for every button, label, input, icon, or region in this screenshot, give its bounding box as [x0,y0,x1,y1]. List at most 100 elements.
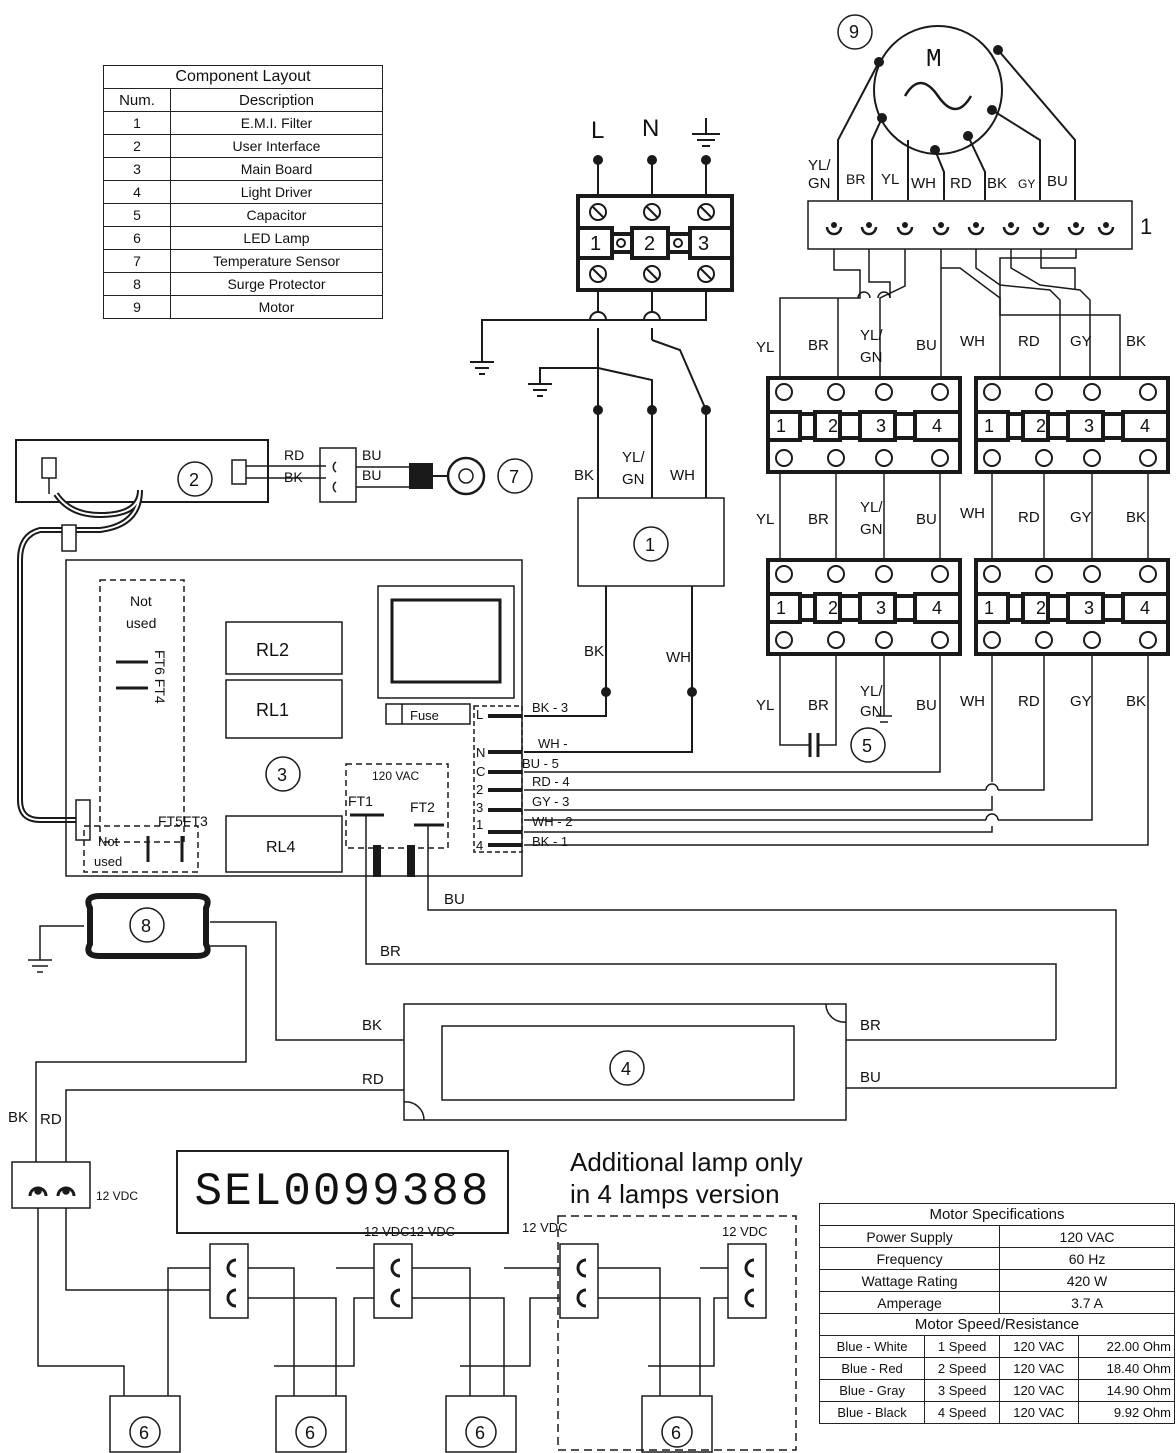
terminal-num: 2 [828,598,838,618]
wire-label: RD [362,1071,384,1088]
wire-label: BK [574,467,594,484]
speed-wires: Blue - Gray [818,1379,926,1402]
component-desc: Temperature Sensor [170,249,383,273]
component-table-title: Component Layout [103,65,383,89]
spec-label: Power Supply [818,1225,1001,1248]
terminal-num: 1 [984,598,994,618]
board-wire-label: WH - 2 [532,814,572,829]
motor-strip-number: 1 [1140,214,1152,239]
callout-6: 6 [139,1423,149,1443]
board-wire-label: RD - 4 [532,774,570,789]
callout-8: 8 [141,916,151,936]
wire-label: BK [284,469,303,485]
wire-label: BU [362,467,381,483]
spec-value: 60 Hz [999,1247,1175,1270]
not-used-label: Not [130,593,152,609]
spec-value: 3.7 A [999,1291,1175,1314]
speed-wires: Blue - Red [818,1357,926,1380]
wire-label: BR [808,697,829,714]
wire-label: YL [881,171,899,188]
not-used-label: used [94,854,122,869]
wire-label: GY [1070,509,1092,526]
speed-resistance: 14.90 Ohm [1077,1379,1176,1402]
terminal-num: 4 [1140,416,1150,436]
callout-7: 7 [509,467,519,487]
motor-symbol: M [926,44,942,74]
component-num: 9 [103,295,171,319]
terminal-num: 3 [876,598,886,618]
wire-label: GN [622,471,645,488]
voltage-12vdc-label: 12 VDC12 VDC [364,1224,455,1239]
component-desc: Surge Protector [170,272,383,296]
speed-wires: Blue - Black [818,1401,926,1424]
lamp-wiring [11,1161,767,1453]
wire-label: BK [8,1109,28,1126]
not-used-label: used [126,615,156,631]
component-desc: User Interface [170,134,383,158]
wire-label: BU [1047,173,1068,190]
speed-level: 1 Speed [924,1335,1001,1358]
component-num: 2 [103,134,171,158]
board-wire-label: BK - 1 [532,834,568,849]
wire-label: BR [846,171,865,187]
blocks-to-board-wiring [524,654,1149,846]
terminal-num: 4 [1140,598,1150,618]
wire-label: YL [756,511,774,528]
filter-output-wiring [524,586,697,753]
spec-label: Frequency [818,1247,1001,1270]
spec-value: 420 W [999,1269,1175,1292]
wire-label: YL/ [860,499,883,516]
relay-rl1: RL1 [256,700,289,720]
optional-lamp-zone [557,1215,797,1451]
terminal-num: 2 [1036,598,1046,618]
supply-label-n: N [642,115,659,142]
wire-label: YL/ [860,683,883,700]
wire-label: BU [444,891,465,908]
wire-label: RD [40,1111,62,1128]
terminal-num: 2 [828,416,838,436]
connector-pin-label: 2 [476,782,483,797]
board-wire-label: GY - 3 [532,794,569,809]
wire-label: YL/ [808,157,831,174]
callout-1: 1 [645,535,655,555]
callout-6: 6 [475,1423,485,1443]
component-col-desc: Description [170,88,383,112]
component-num: 6 [103,226,171,250]
wire-label: GY [1070,693,1092,710]
terminal-block-bottom-left [766,558,962,656]
board-to-driver-wiring [365,876,1117,1089]
voltage-12vdc-label: 12 VDC [722,1224,768,1239]
component-num: 7 [103,249,171,273]
wire-label: RD [1018,693,1040,710]
wire-label: BU [860,1069,881,1086]
terminal-block-top-left [766,376,962,474]
terminal-num: 3 [698,233,709,255]
speed-voltage: 120 VAC [999,1379,1079,1402]
relay-rl2: RL2 [256,640,289,660]
component-desc: Light Driver [170,180,383,204]
callout-5: 5 [862,736,872,756]
fuse-label: Fuse [410,708,439,723]
speed-resistance: 18.40 Ohm [1077,1357,1176,1380]
component-num: 1 [103,111,171,135]
spec-value: 120 VAC [999,1225,1175,1248]
connector-pin-label: L [476,707,483,722]
speed-level: 4 Speed [924,1401,1001,1424]
wire-label: GY [1070,333,1092,350]
wire-label: WH [666,649,691,666]
block-links [779,472,1149,720]
terminal-block-bottom-right [974,558,1170,656]
speed-voltage: 120 VAC [999,1401,1079,1424]
board-wire-label: BK - 3 [532,700,568,715]
connector-pin-label: C [476,764,485,779]
wire-label: BK [1126,509,1146,526]
speed-level: 3 Speed [924,1379,1001,1402]
spec-label: Wattage Rating [818,1269,1001,1292]
speed-level: 2 Speed [924,1357,1001,1380]
wire-label: GN [860,521,883,538]
terminal-num: 1 [984,416,994,436]
